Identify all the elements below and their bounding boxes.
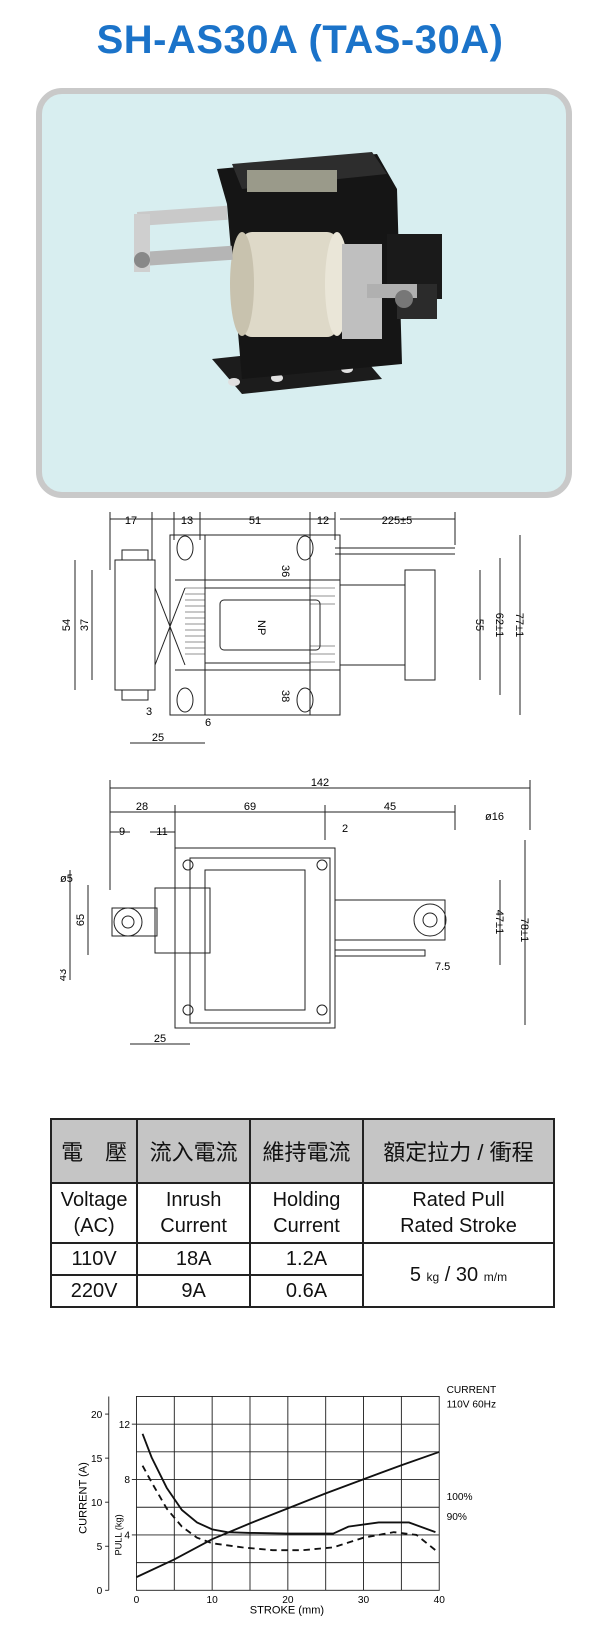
table-row: 110V 18A 1.2A 5 kg / 30 m/m	[49, 1242, 556, 1308]
dim-17: 17	[125, 515, 137, 527]
cell-voltage: 110V	[49, 1242, 139, 1276]
side-view-drawing: 142 28 69 45 9 11 2 ø16 ø5 65 43 47±1 78…	[60, 777, 531, 1045]
dim-9: 9	[119, 826, 125, 838]
dim-142: 142	[311, 777, 329, 789]
cell-voltage: 220V	[49, 1274, 139, 1308]
plot-frame	[136, 1396, 440, 1591]
current-tick-label: 20	[91, 1410, 103, 1421]
dim-7-5: 7.5	[435, 961, 450, 973]
series-line-100pct	[141, 1433, 436, 1535]
pull-tick-label: 8	[124, 1475, 130, 1486]
dim-69: 69	[244, 801, 256, 813]
dim-phi16: ø16	[485, 811, 504, 823]
cell-inrush: 9A	[136, 1274, 252, 1308]
cell-holding: 0.6A	[249, 1274, 364, 1308]
np-label: NP	[255, 620, 267, 635]
dim-54: 54	[61, 619, 73, 631]
current-tick-label: 5	[97, 1542, 103, 1553]
series-line-current	[136, 1451, 440, 1578]
product-title: SH-AS30A (TAS-30A)	[96, 18, 504, 62]
dim-2: 2	[342, 823, 348, 835]
dim-225: 225±5	[382, 515, 413, 527]
annotation-current: CURRENT	[447, 1385, 497, 1396]
current-tick-label: 15	[91, 1454, 103, 1465]
dim-phi5: ø5	[60, 873, 73, 885]
pull-tick-label: 4	[124, 1531, 130, 1542]
y-axis-label-current: CURRENT (A)	[78, 1462, 90, 1534]
x-tick-label: 40	[434, 1595, 446, 1606]
spec-table: 電 壓 流入電流 維持電流 額定拉力 / 衝程 Voltage(AC) Inru…	[49, 1118, 556, 1308]
dim-38: 38	[279, 690, 291, 702]
x-axis-label: STROKE (mm)	[250, 1604, 324, 1616]
cell-rated-value: 5 kg / 30 m/m	[361, 1242, 556, 1308]
chart-svg: 0 10 20 30 40 0 5 10 15 20 4 8 12 STROKE (mm) CURREN…	[78, 1385, 497, 1617]
dim-47: 47±1	[493, 910, 505, 934]
annotation-100: 100%	[447, 1492, 473, 1503]
current-tick-label: 10	[91, 1498, 103, 1509]
y-axis-label-pull: PULL (kg)	[114, 1514, 124, 1555]
dim-77: 77±1	[513, 613, 525, 637]
dim-6: 6	[205, 717, 211, 729]
dim-12: 12	[317, 515, 329, 527]
header-rated: 額定拉力 / 衝程	[361, 1118, 556, 1184]
x-tick-label: 10	[207, 1595, 219, 1606]
dim-3: 3	[146, 706, 152, 718]
x-tick-label: 0	[134, 1595, 140, 1606]
dim-25-top: 25	[152, 732, 164, 744]
x-tick-label: 20	[282, 1595, 294, 1606]
dim-65: 65	[75, 914, 87, 926]
dim-25-side: 25	[154, 1033, 166, 1045]
annotation-110v: 110V 60Hz	[447, 1400, 496, 1411]
solenoid-photo-illustration	[134, 152, 442, 394]
header-inrush: 流入電流	[136, 1118, 252, 1184]
dim-78: 78±1	[518, 918, 530, 942]
top-view-drawing: 17 13 51 12 225±5 36 NP 38 54 37 55 62±1…	[61, 512, 525, 744]
dim-36: 36	[279, 565, 291, 577]
dim-13: 13	[181, 515, 193, 527]
dim-37: 37	[79, 619, 91, 631]
dim-43: 43	[60, 969, 69, 981]
performance-chart: 0 10 20 30 40 0 5 10 15 20 4 8 12 STROKE (mm) CURREN…	[40, 1378, 580, 1623]
dim-11: 11	[156, 826, 167, 838]
dim-28: 28	[136, 801, 148, 813]
current-tick-label: 0	[97, 1586, 103, 1597]
dim-51: 51	[249, 515, 261, 527]
dim-55: 55	[473, 619, 485, 631]
x-tick-label: 30	[358, 1595, 370, 1606]
dim-62: 62±1	[493, 613, 505, 637]
dim-45: 45	[384, 801, 396, 813]
table-row: 220V 9A 0.6A	[49, 1274, 554, 1308]
pull-tick-label: 12	[119, 1420, 131, 1431]
cell-inrush: 18A	[136, 1242, 252, 1276]
cell-holding: 1.2A	[249, 1242, 364, 1276]
annotation-90: 90%	[447, 1512, 467, 1523]
header-voltage: 電 壓	[49, 1118, 139, 1184]
header-holding: 維持電流	[249, 1118, 364, 1184]
label-voltage: Voltage(AC)	[49, 1182, 139, 1244]
product-photo	[36, 88, 572, 498]
